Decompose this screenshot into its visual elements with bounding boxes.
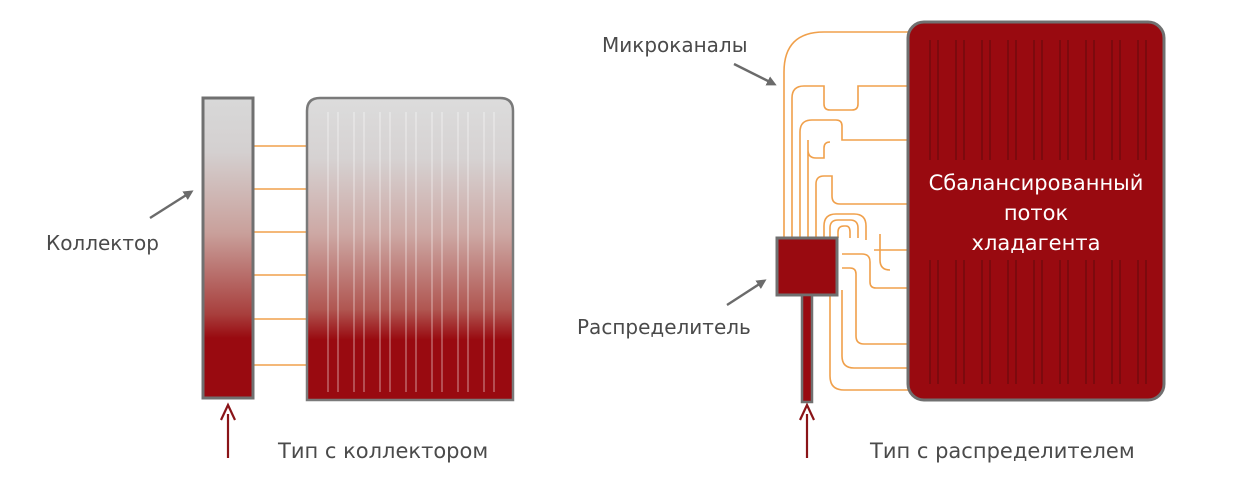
coil-fins bbox=[327, 112, 495, 392]
microchannels-label: Микроканалы bbox=[602, 33, 748, 57]
collector-tubes bbox=[254, 145, 308, 366]
collector-coil bbox=[305, 96, 515, 402]
distributor-inlet-arrow bbox=[799, 402, 815, 458]
balanced-flow-text-line3: хладагента bbox=[972, 231, 1101, 255]
collector-type-caption: Тип с коллектором bbox=[277, 439, 488, 463]
balanced-flow-text-line1: Сбалансированный bbox=[929, 171, 1144, 195]
distributor-type-caption: Тип с распределителем bbox=[869, 439, 1135, 463]
microchannels-pointer-arrow bbox=[733, 62, 777, 86]
collector-label: Коллектор bbox=[46, 231, 159, 255]
balanced-flow-text-line2: поток bbox=[1004, 201, 1068, 225]
collector-type-diagram: Коллектор Тип с коллектором bbox=[46, 96, 515, 463]
collector-pointer-arrow bbox=[149, 190, 194, 220]
distributor-coil: Сбалансированный поток хладагента bbox=[906, 20, 1166, 402]
collector-inlet-arrow bbox=[220, 402, 236, 458]
distributor-label: Распределитель bbox=[577, 315, 751, 339]
distributor-pointer-arrow bbox=[726, 279, 767, 307]
collector-bar bbox=[201, 96, 255, 400]
distributor bbox=[775, 236, 839, 404]
distributor-type-diagram: Сбалансированный поток хладагента Микрок… bbox=[577, 20, 1166, 463]
microchannels bbox=[783, 31, 909, 391]
